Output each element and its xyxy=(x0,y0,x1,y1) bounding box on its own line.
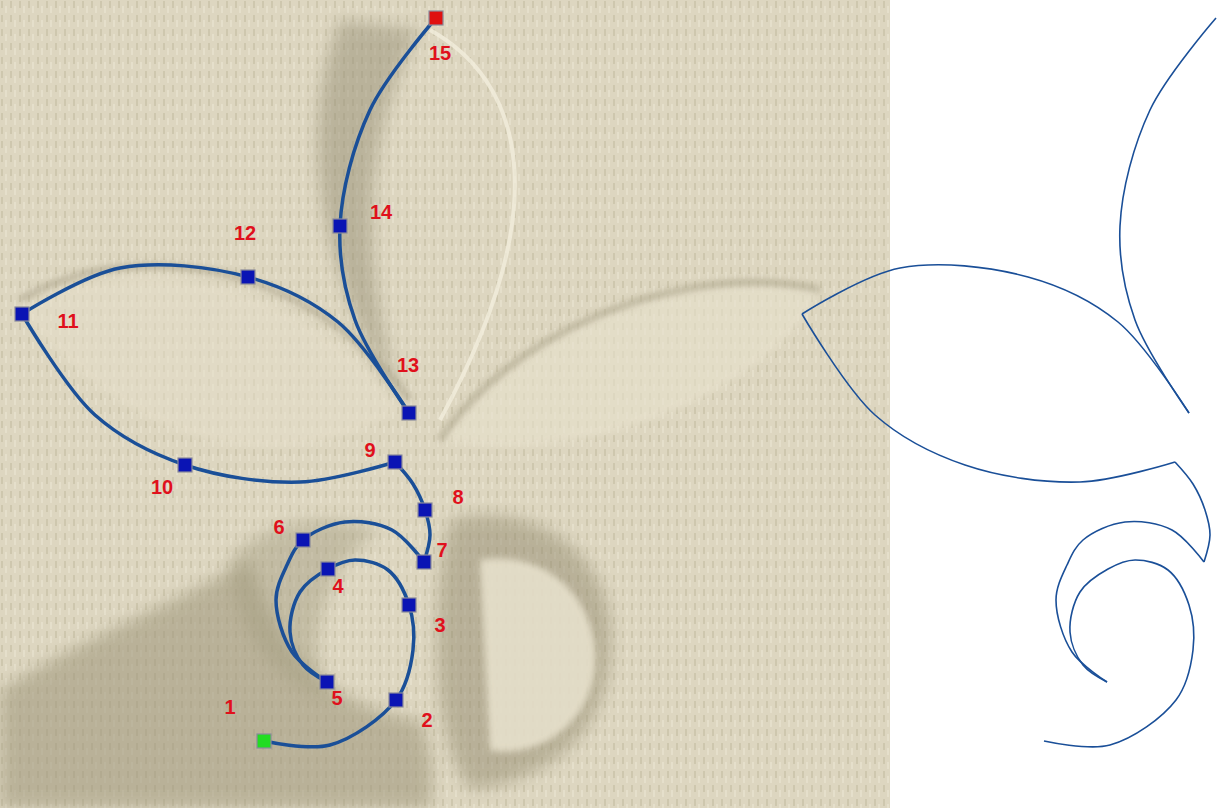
spline-segment xyxy=(22,314,395,482)
callout-number: 9 xyxy=(364,440,375,460)
control-point xyxy=(429,11,443,25)
callout-number: 14 xyxy=(370,202,392,222)
control-point xyxy=(389,693,403,707)
callout-number: 10 xyxy=(151,477,173,497)
control-point xyxy=(418,503,432,517)
control-point xyxy=(321,562,335,576)
control-point xyxy=(257,734,271,748)
outline-segment xyxy=(1044,560,1194,747)
control-points xyxy=(15,11,443,748)
spline-segment xyxy=(276,521,424,682)
control-point xyxy=(388,455,402,469)
spline-curve xyxy=(22,18,436,747)
callout-number: 8 xyxy=(452,487,463,507)
control-point xyxy=(333,219,347,233)
callout-number: 3 xyxy=(434,615,445,635)
spline-segment xyxy=(22,265,409,413)
callout-number: 1 xyxy=(224,697,235,717)
callout-number: 13 xyxy=(397,355,419,375)
outline-segment xyxy=(802,265,1189,413)
control-point xyxy=(15,307,29,321)
callout-number: 11 xyxy=(57,311,78,331)
control-point xyxy=(296,533,310,547)
callout-number: 2 xyxy=(421,710,432,730)
callout-number: 15 xyxy=(429,43,451,63)
control-point xyxy=(178,458,192,472)
outline-segment xyxy=(802,314,1175,482)
control-point xyxy=(402,406,416,420)
spline-segment xyxy=(340,18,436,413)
control-point xyxy=(320,675,334,689)
outline-segment xyxy=(1120,18,1216,413)
spline-outline xyxy=(802,18,1216,747)
control-point xyxy=(402,598,416,612)
outline-segment xyxy=(1175,462,1210,562)
control-point xyxy=(241,270,255,284)
callout-number: 4 xyxy=(332,576,343,596)
spline-segment xyxy=(264,560,414,747)
stone-photo xyxy=(0,0,890,808)
callout-number: 6 xyxy=(273,517,284,537)
callout-number: 7 xyxy=(436,540,447,560)
control-point xyxy=(417,555,431,569)
callout-number: 12 xyxy=(234,223,256,243)
callout-number: 5 xyxy=(331,688,342,708)
outline-segment xyxy=(1056,521,1204,682)
